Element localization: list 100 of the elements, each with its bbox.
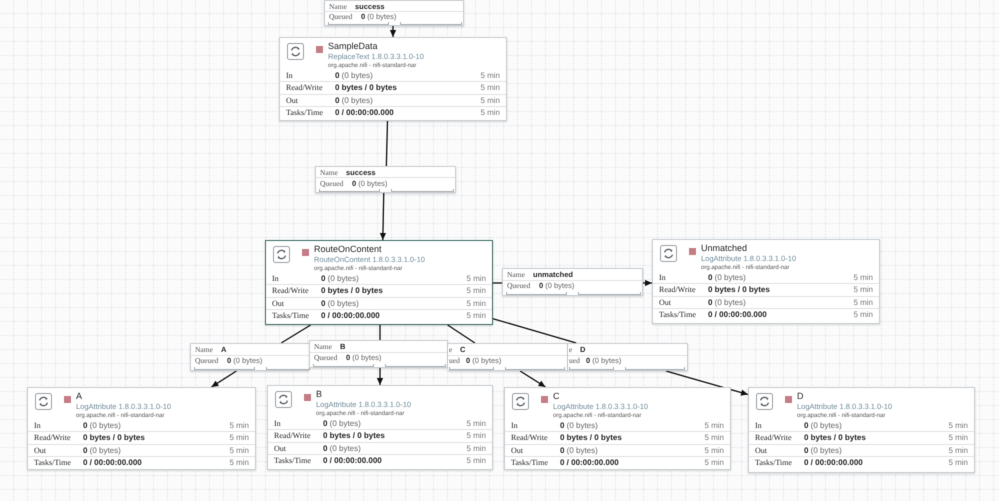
- stat-label: Read/Write: [755, 434, 792, 442]
- stat-period: 5 min: [704, 446, 724, 454]
- connection-label: [309, 340, 448, 368]
- stat-period: 5 min: [229, 434, 249, 442]
- stat-value: 0 / 00:00:00.000: [708, 311, 767, 319]
- stat-period: 5 min: [948, 446, 968, 454]
- stat-value: 0 (0 bytes): [323, 444, 361, 452]
- stat-period: 5 min: [466, 274, 486, 282]
- stat-label: Read/Write: [286, 84, 323, 92]
- arrow: [643, 280, 652, 286]
- stat-value: 0 (0 bytes): [804, 422, 842, 430]
- processor-name: B: [316, 390, 322, 399]
- processor-card: [652, 239, 880, 324]
- arrow: [520, 370, 546, 388]
- arrow: [211, 370, 237, 388]
- stat-label: Tasks/Time: [272, 312, 309, 320]
- stat-value: 0 (0 bytes): [708, 298, 746, 306]
- stat-label: Out: [286, 96, 298, 104]
- stat-period: 5 min: [948, 422, 968, 430]
- stat-period: 5 min: [466, 300, 486, 308]
- stat-value: 0 (0 bytes): [804, 446, 842, 454]
- stat-label: Read/Write: [659, 286, 696, 294]
- processor-card: [504, 387, 731, 470]
- stat-value: 0 (0 bytes): [560, 446, 598, 454]
- stat-value: 0 (0 bytes): [321, 300, 359, 308]
- stat-period: 5 min: [466, 287, 486, 295]
- stat-label: Out: [511, 446, 523, 454]
- stat-label: Read/Write: [274, 432, 311, 440]
- stat-period: 5 min: [704, 422, 724, 430]
- stat-value: 0 bytes / 0 bytes: [804, 434, 866, 442]
- stat-value: 0 (0 bytes): [335, 96, 373, 104]
- connection-label: [324, 0, 464, 26]
- connector-line: [379, 325, 381, 340]
- stat-label: In: [272, 274, 279, 282]
- arrow: [390, 26, 396, 37]
- stat-value: 0 (0 bytes): [323, 420, 361, 428]
- processor-name: SampleData: [328, 42, 378, 51]
- stat-value: 0 (0 bytes): [708, 274, 746, 282]
- stat-period: 5 min: [853, 298, 873, 306]
- stat-value: 0 bytes / 0 bytes: [323, 432, 385, 440]
- connection-label: [448, 343, 568, 371]
- connector-line: [280, 324, 311, 344]
- stat-value: 0 (0 bytes): [335, 72, 373, 80]
- connection-label: [190, 343, 309, 371]
- stat-label: Read/Write: [511, 434, 548, 442]
- stat-value: 0 (0 bytes): [83, 422, 121, 430]
- stat-label: In: [286, 72, 293, 80]
- stat-period: 5 min: [466, 312, 486, 320]
- stat-value: 0 / 00:00:00.000: [83, 459, 142, 467]
- arrow: [376, 368, 384, 385]
- processor-card: [748, 387, 975, 473]
- stat-period: 5 min: [229, 446, 249, 454]
- stat-label: Out: [274, 444, 286, 452]
- stat-period: 5 min: [704, 434, 724, 442]
- stat-label: Out: [34, 446, 46, 454]
- stat-value: 0 (0 bytes): [560, 422, 598, 430]
- stat-period: 5 min: [704, 459, 724, 467]
- stat-period: 5 min: [466, 420, 486, 428]
- processor-name: A: [76, 392, 82, 401]
- processor-card: [27, 387, 256, 470]
- stat-period: 5 min: [948, 459, 968, 467]
- connector-line: [386, 120, 388, 166]
- stat-label: Out: [659, 298, 671, 306]
- processor-card: [279, 37, 507, 121]
- stat-period: 5 min: [466, 444, 486, 452]
- connection-label: [568, 343, 688, 371]
- stat-period: 5 min: [948, 434, 968, 442]
- arrow: [380, 192, 386, 240]
- stat-label: Tasks/Time: [659, 311, 696, 319]
- processor-name: D: [797, 392, 804, 401]
- stat-period: 5 min: [229, 422, 249, 430]
- stat-label: Tasks/Time: [34, 459, 71, 467]
- stat-label: Out: [272, 300, 284, 308]
- stat-label: In: [755, 422, 762, 430]
- connection-label: [315, 166, 456, 193]
- stat-value: 0 / 00:00:00.000: [560, 459, 619, 467]
- stat-period: 5 min: [480, 96, 500, 104]
- stat-value: 0 / 00:00:00.000: [321, 312, 380, 320]
- connector-line: [492, 318, 576, 344]
- stat-value: 0 bytes / 0 bytes: [560, 434, 622, 442]
- stat-value: 0 / 00:00:00.000: [804, 459, 863, 467]
- processor-name: Unmatched: [701, 244, 748, 253]
- stat-label: In: [511, 422, 518, 430]
- stat-label: Tasks/Time: [286, 109, 323, 117]
- stat-value: 0 bytes / 0 bytes: [335, 84, 397, 92]
- stat-label: Tasks/Time: [755, 459, 792, 467]
- stat-value: 0 / 00:00:00.000: [335, 109, 394, 117]
- processor-name: C: [553, 392, 560, 401]
- connection-label: [502, 268, 643, 296]
- stat-period: 5 min: [853, 274, 873, 282]
- stat-label: Tasks/Time: [511, 459, 548, 467]
- stat-label: Out: [755, 446, 767, 454]
- connector-line: [447, 324, 476, 344]
- stat-value: 0 (0 bytes): [321, 274, 359, 282]
- stat-period: 5 min: [480, 84, 500, 92]
- stat-period: 5 min: [229, 459, 249, 467]
- stat-value: 0 (0 bytes): [83, 446, 121, 454]
- stat-label: In: [34, 422, 41, 430]
- stat-period: 5 min: [853, 286, 873, 294]
- stat-label: Tasks/Time: [274, 457, 311, 465]
